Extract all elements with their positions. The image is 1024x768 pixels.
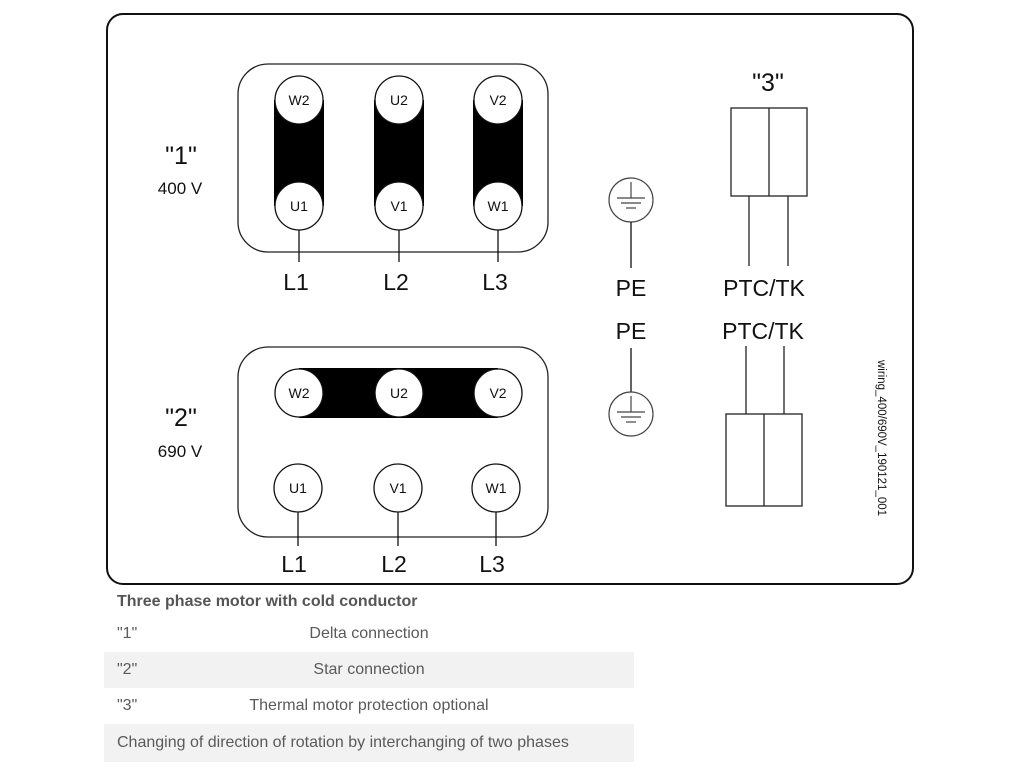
- star-terminal-v2: [473, 368, 523, 418]
- star-line-l2-label: L2: [381, 551, 407, 577]
- delta-terminal-v2-label: V2: [489, 92, 506, 108]
- thermal-protection-bottom: PTC/TK: [722, 318, 805, 507]
- star-terminal-u2-label: U2: [390, 385, 408, 401]
- caption-row: "1" Delta connection: [104, 616, 634, 652]
- star-terminal-u1-label: U1: [289, 480, 307, 496]
- star-terminal-w2-label: W2: [289, 385, 310, 401]
- star-terminal-u2: [374, 368, 424, 418]
- star-line-l1-label: L1: [281, 551, 307, 577]
- wiring-diagram: W2 U2 V2 U1 V1 W1 L1 L2 L3 "1" 400 V W2 …: [106, 13, 914, 585]
- caption-row-key: "2": [117, 661, 138, 678]
- star-voltage-label: 690 V: [158, 442, 203, 461]
- caption-table: Three phase motor with cold conductor "1…: [104, 588, 634, 762]
- caption-row-value: Thermal motor protection optional: [249, 697, 489, 714]
- drawing-id: wiring_400/690V_190121_001: [875, 359, 887, 516]
- star-connection-label: "2": [165, 404, 197, 432]
- earth-icon: [608, 391, 654, 437]
- star-terminal-w1-label: W1: [486, 480, 507, 496]
- delta-connection-label: "1": [165, 142, 197, 170]
- caption-row: "2" Star connection: [104, 652, 634, 688]
- star-line-l3-label: L3: [479, 551, 505, 577]
- thermal-protection-top: "3" PTC/TK: [723, 69, 808, 301]
- delta-terminal-w1-label: W1: [488, 198, 509, 214]
- protection-label: "3": [752, 69, 784, 97]
- star-terminal-v1-label: V1: [389, 480, 406, 496]
- star-connection-block: W2 U2 V2 U1 V1 W1 L1 L2 L3 "2" 690 V: [158, 346, 549, 577]
- pe-label-top: PE: [616, 275, 647, 301]
- delta-connection-block: W2 U2 V2 U1 V1 W1 L1 L2 L3 "1" 400 V: [158, 63, 549, 295]
- protective-earth-bottom: PE: [608, 318, 654, 437]
- delta-terminal-box: [237, 63, 549, 253]
- delta-line-l3-label: L3: [482, 269, 508, 295]
- caption-row-key: "1": [117, 625, 138, 642]
- delta-terminal-w2: [274, 75, 324, 125]
- delta-terminal-u2-label: U2: [390, 92, 408, 108]
- delta-line-l1-label: L1: [283, 269, 309, 295]
- delta-terminal-w2-label: W2: [289, 92, 310, 108]
- delta-terminal-u1-label: U1: [290, 198, 308, 214]
- pe-label-bottom: PE: [616, 318, 647, 344]
- ptc-tk-label-bottom: PTC/TK: [722, 318, 804, 344]
- star-terminal-v2-label: V2: [489, 385, 506, 401]
- delta-voltage-label: 400 V: [158, 179, 203, 198]
- caption-title: Three phase motor with cold conductor: [117, 593, 418, 610]
- caption-row-key: "3": [117, 697, 138, 714]
- protective-earth-top: PE: [608, 177, 654, 301]
- star-terminal-box: [237, 346, 549, 538]
- delta-terminal-v2: [473, 75, 523, 125]
- caption-row-value: Delta connection: [309, 625, 429, 642]
- star-terminal-w2: [274, 368, 324, 418]
- caption-row: "3" Thermal motor protection optional: [104, 688, 634, 724]
- delta-terminal-v1-label: V1: [390, 198, 407, 214]
- delta-line-l2-label: L2: [383, 269, 409, 295]
- caption-row-value: Star connection: [313, 661, 425, 678]
- delta-terminal-u2: [374, 75, 424, 125]
- caption-note: Changing of direction of rotation by int…: [104, 724, 634, 762]
- ptc-tk-label-top: PTC/TK: [723, 275, 805, 301]
